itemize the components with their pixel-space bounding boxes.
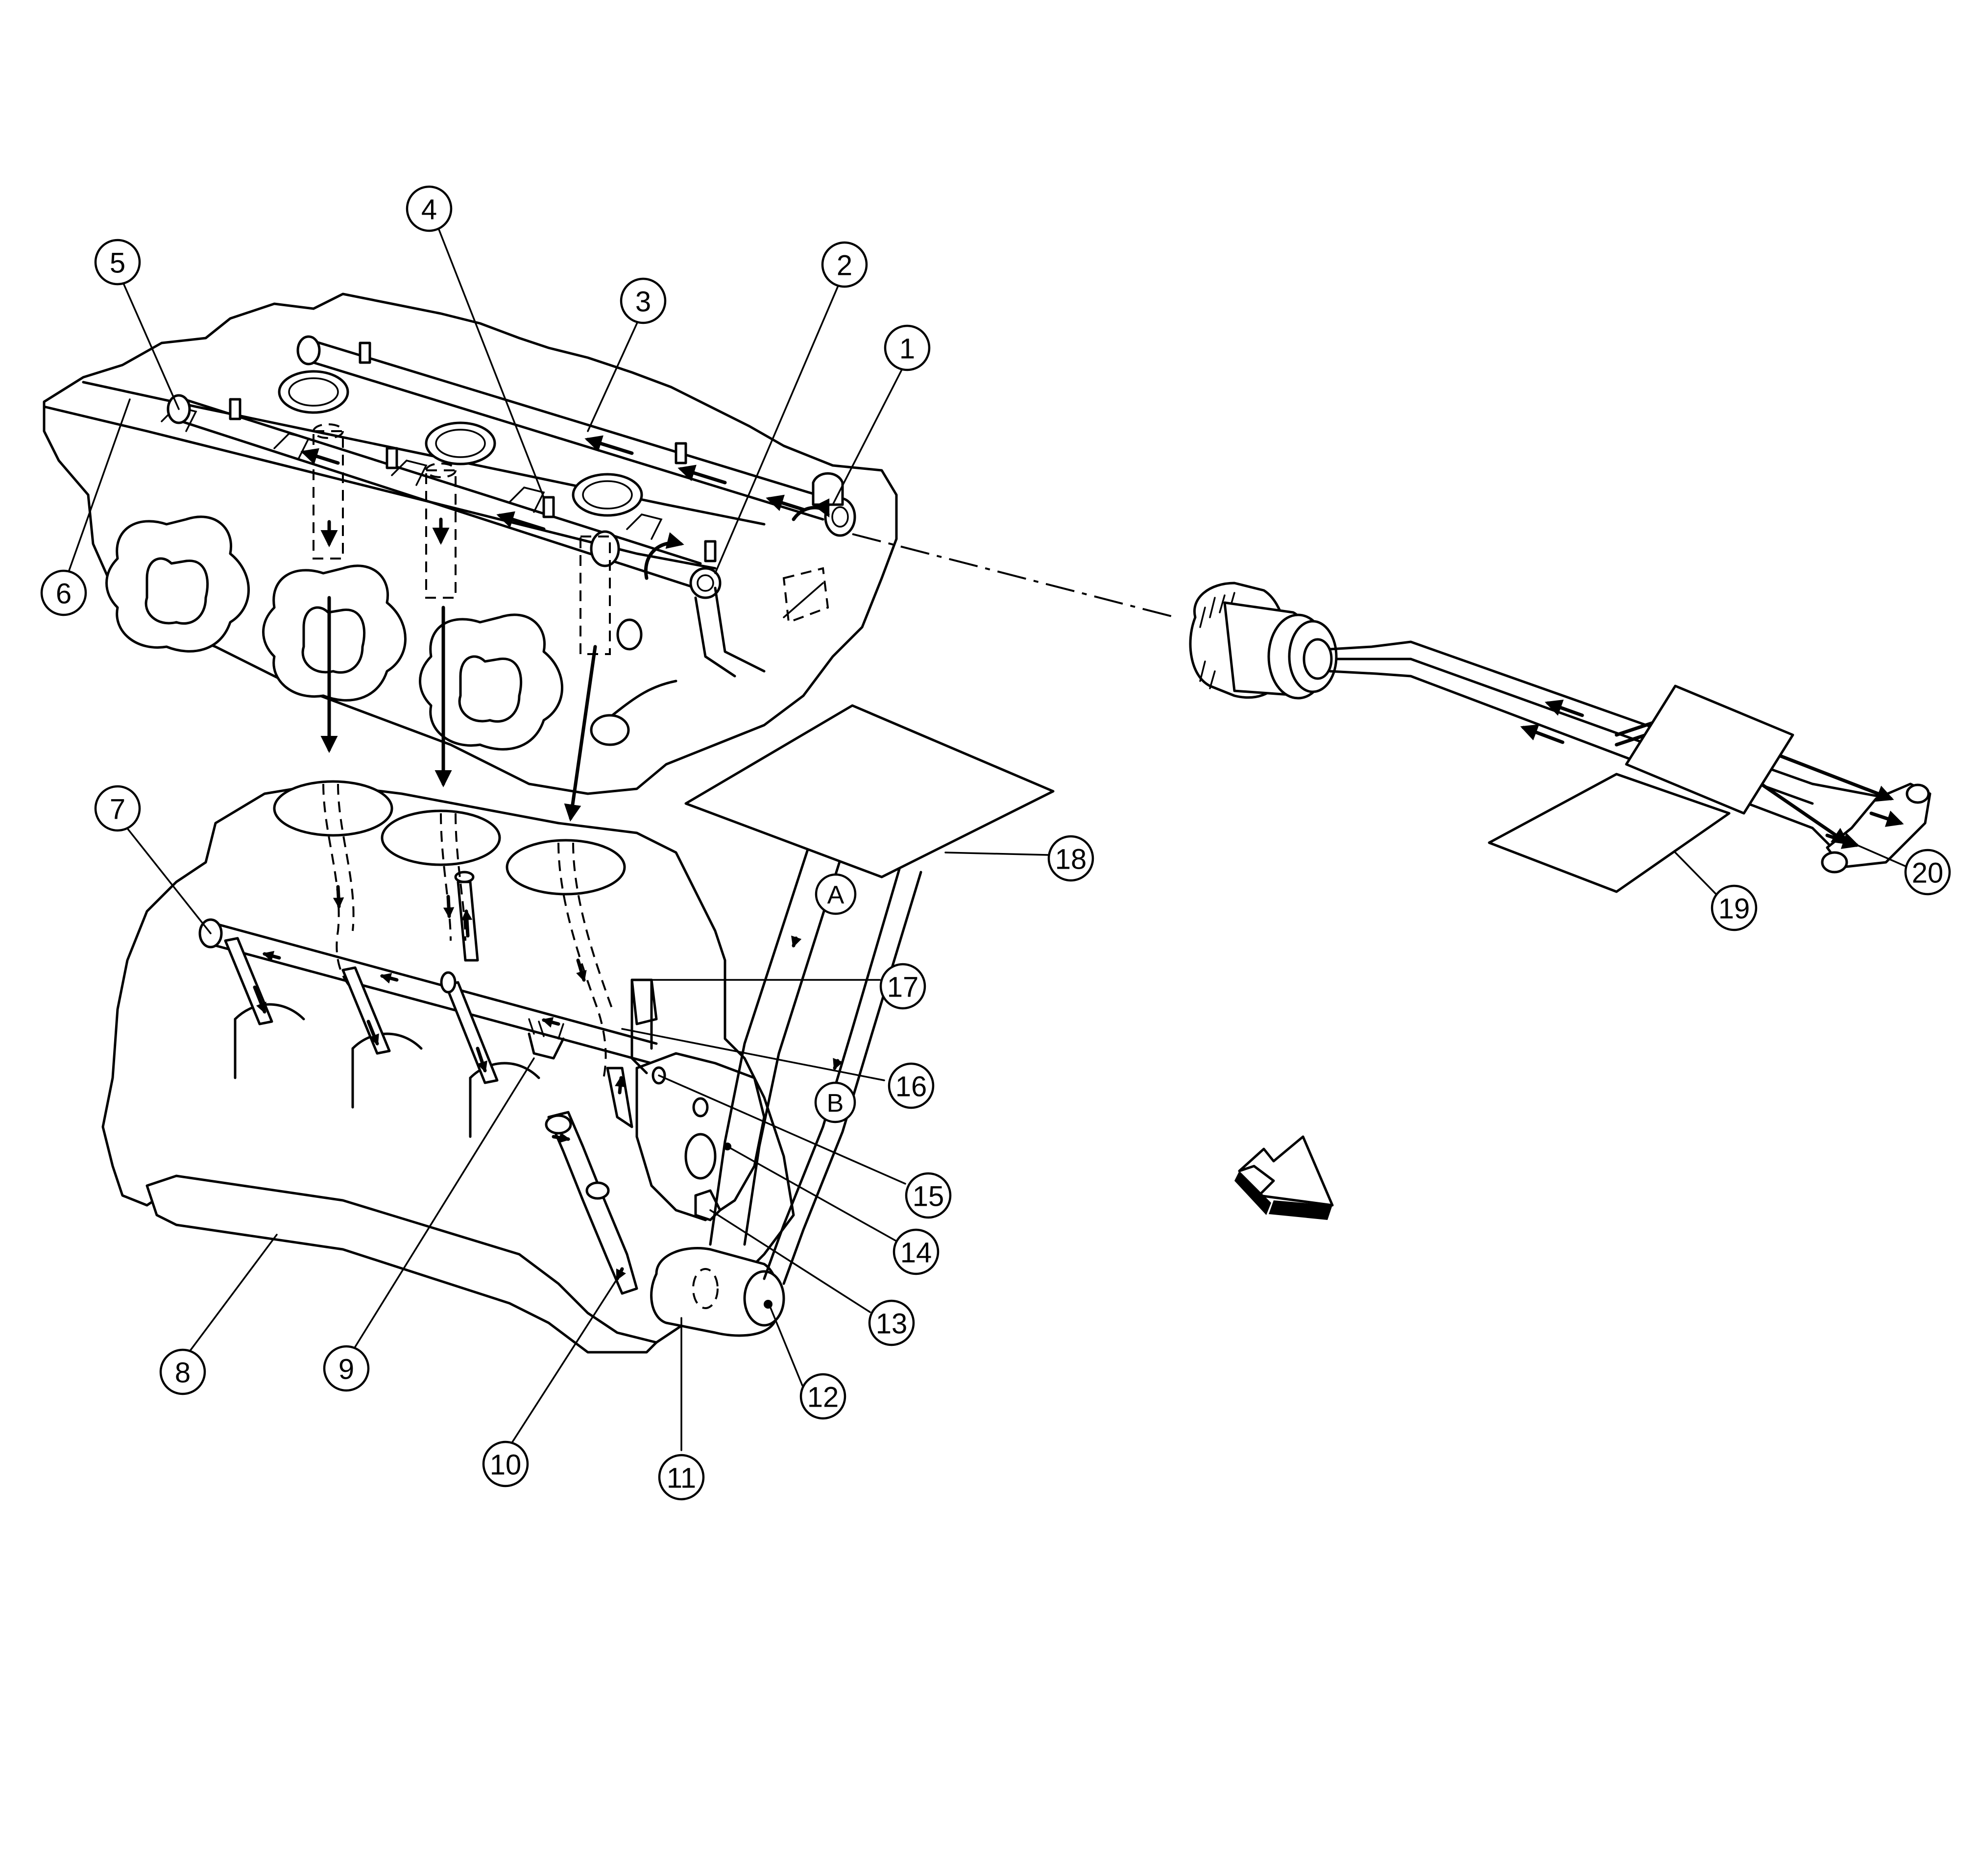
callout-2: 2 bbox=[821, 241, 868, 288]
leader-lines bbox=[64, 219, 1907, 1454]
cylinder-head bbox=[43, 292, 898, 795]
callout-14-label: 14 bbox=[900, 1237, 932, 1269]
callout-5-label: 5 bbox=[110, 247, 125, 279]
callout-4-label: 4 bbox=[421, 194, 437, 226]
head-oil-galleries bbox=[167, 335, 856, 746]
view-marker-b: B bbox=[814, 1081, 856, 1123]
bore-3 bbox=[506, 839, 626, 896]
oil-strainer-tube bbox=[547, 1111, 638, 1295]
callout-1-label: 1 bbox=[899, 333, 915, 365]
oil-level-gauge-assembly bbox=[1189, 582, 1931, 893]
view-marker-a-label: A bbox=[827, 881, 845, 909]
block-drain-passages bbox=[262, 783, 613, 1083]
oil-pan bbox=[145, 1174, 658, 1354]
sheet-label-18 bbox=[684, 704, 1055, 878]
callout-17-label: 17 bbox=[887, 972, 919, 1003]
callout-15-label: 15 bbox=[913, 1181, 944, 1213]
callout-12-label: 12 bbox=[807, 1382, 839, 1413]
callout-6-label: 6 bbox=[56, 578, 72, 610]
callout-6: 6 bbox=[40, 569, 87, 616]
view-marker-a: A bbox=[815, 873, 857, 915]
callout-10: 10 bbox=[482, 1440, 529, 1487]
callout-20-label: 20 bbox=[1912, 857, 1944, 889]
callout-13: 13 bbox=[868, 1299, 915, 1346]
cap-alignment-line bbox=[852, 533, 1176, 618]
bore-1 bbox=[273, 780, 393, 837]
callout-15: 15 bbox=[905, 1172, 952, 1219]
callout-16-label: 16 bbox=[895, 1071, 927, 1103]
front-direction-arrow-icon bbox=[1234, 1135, 1334, 1220]
oil-filter bbox=[650, 1246, 785, 1337]
callout-2-label: 2 bbox=[837, 250, 852, 282]
callout-9-label: 9 bbox=[338, 1354, 354, 1386]
piston-oil-jet bbox=[528, 1018, 565, 1060]
callout-10-label: 10 bbox=[490, 1449, 522, 1481]
callout-5: 5 bbox=[94, 239, 141, 286]
callout-11-label: 11 bbox=[667, 1462, 696, 1494]
sheet-label-19 bbox=[1488, 773, 1731, 893]
callout-11: 11 bbox=[658, 1454, 705, 1501]
callout-19: 19 bbox=[1711, 884, 1758, 931]
branch-passages bbox=[224, 871, 499, 1084]
cylinder-block bbox=[101, 780, 922, 1354]
view-marker-b-label: B bbox=[827, 1089, 844, 1118]
callout-13-label: 13 bbox=[876, 1308, 908, 1340]
callout-7-label: 7 bbox=[110, 794, 125, 826]
callout-3: 3 bbox=[620, 277, 667, 324]
callout-18: 18 bbox=[1047, 835, 1094, 882]
callout-7: 7 bbox=[94, 785, 141, 832]
callout-18-label: 18 bbox=[1055, 844, 1087, 876]
callout-8: 8 bbox=[159, 1348, 206, 1395]
exhaust-ports bbox=[105, 515, 563, 751]
callout-16: 16 bbox=[888, 1062, 935, 1109]
callout-12: 12 bbox=[799, 1373, 846, 1420]
callout-17: 17 bbox=[879, 963, 926, 1010]
callout-20: 20 bbox=[1904, 849, 1951, 896]
drain-arrows bbox=[320, 596, 597, 822]
callout-9: 9 bbox=[323, 1345, 370, 1392]
callout-3-label: 3 bbox=[635, 286, 651, 318]
callout-14: 14 bbox=[893, 1228, 940, 1275]
callout-19-label: 19 bbox=[1718, 893, 1750, 925]
callout-4: 4 bbox=[406, 185, 453, 232]
sheet-label-19b bbox=[1625, 684, 1794, 815]
callout-1: 1 bbox=[884, 324, 931, 371]
callout-8-label: 8 bbox=[175, 1357, 191, 1389]
